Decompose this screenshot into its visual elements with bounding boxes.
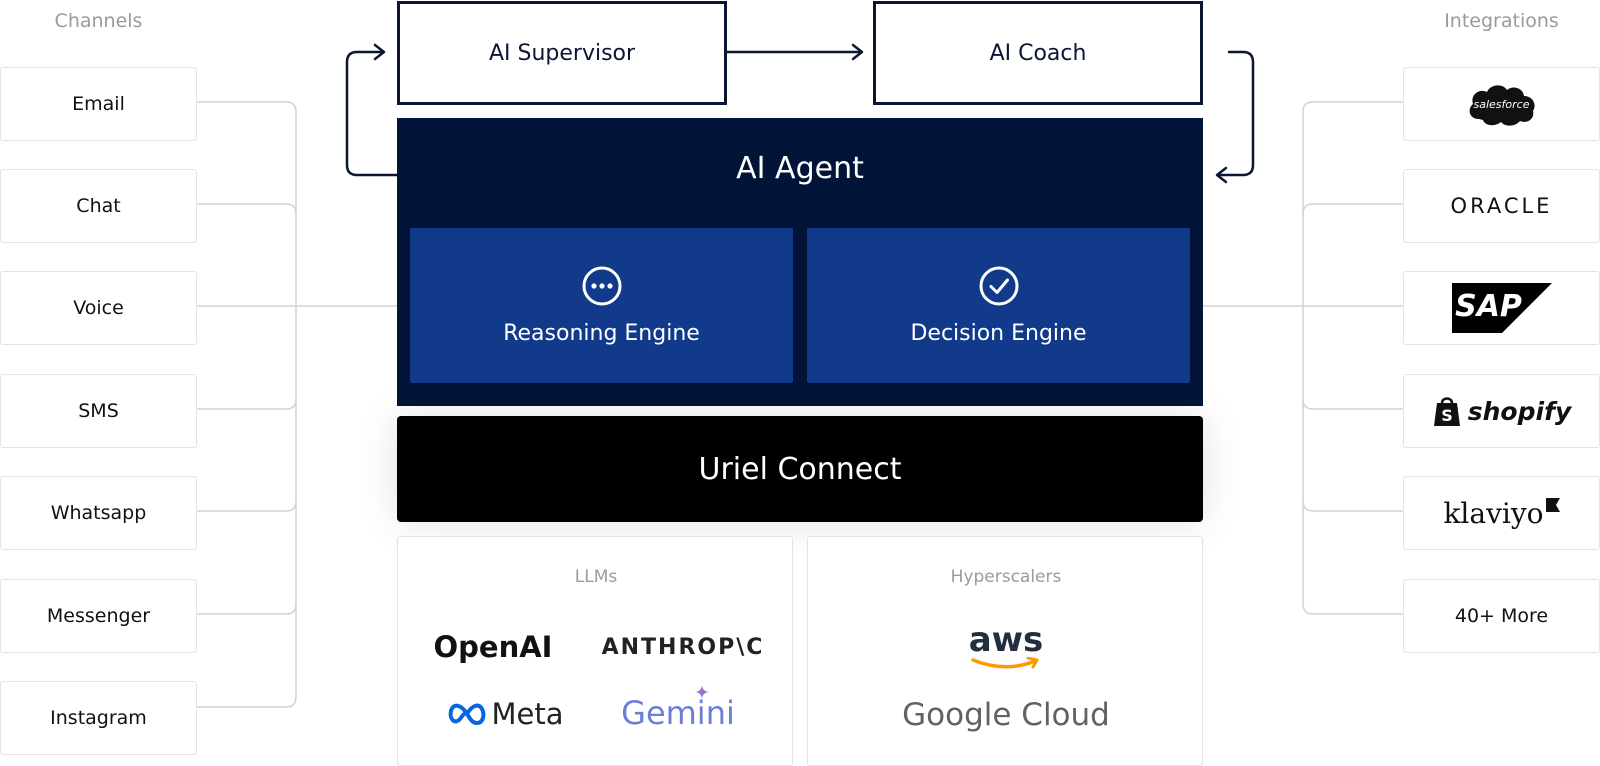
ai-supervisor-box[interactable]: AI Supervisor [397, 1, 727, 105]
channel-whatsapp[interactable]: Whatsapp [0, 476, 197, 550]
channel-messenger[interactable]: Messenger [0, 579, 197, 653]
gemini-logo: Gemini [603, 685, 753, 741]
ai-coach-box[interactable]: AI Coach [873, 1, 1203, 105]
google-cloud-logo: Google Cloud [902, 697, 1110, 733]
sap-logo: SAP [1451, 283, 1552, 333]
ai-agent-panel: AI Agent Reasoning Engine Decision Engin… [397, 118, 1203, 406]
integration-oracle[interactable]: ORACLE [1403, 169, 1600, 243]
decision-engine-card[interactable]: Decision Engine [807, 228, 1190, 383]
integration-salesforce[interactable]: salesforce [1403, 67, 1600, 141]
cloud-icon [1469, 85, 1535, 126]
integration-sap[interactable]: SAP [1403, 271, 1600, 345]
channels-title: Channels [54, 10, 143, 32]
openai-logo: OpenAI [433, 630, 553, 664]
svg-text:S: S [1441, 406, 1453, 425]
klaviyo-wordmark: klaviyo [1443, 496, 1544, 530]
channel-instagram[interactable]: Instagram [0, 681, 197, 755]
ai-agent-title: AI Agent [736, 151, 864, 186]
llms-panel: LLMs OpenAI ANTHROP\C Meta Gemini [397, 536, 793, 766]
aws-logo: aws [956, 617, 1056, 677]
hyperscalers-title: Hyperscalers [950, 567, 1062, 587]
channel-voice[interactable]: Voice [0, 271, 197, 345]
integration-shopify[interactable]: S shopify [1403, 374, 1600, 448]
aws-wordmark: aws [968, 620, 1044, 660]
sparkle-icon [695, 685, 709, 699]
shopping-bag-icon: S [1433, 397, 1460, 426]
hyperscalers-panel: Hyperscalers aws Google Cloud [807, 536, 1203, 766]
oracle-logo: ORACLE [1450, 194, 1553, 218]
channel-sms[interactable]: SMS [0, 374, 197, 448]
anthropic-logo: ANTHROP\C [601, 634, 765, 660]
llms-title: LLMs [574, 567, 618, 587]
integrations-title: Integrations [1444, 10, 1559, 32]
salesforce-wordmark: salesforce [1473, 97, 1530, 111]
integration-more[interactable]: 40+ More [1403, 579, 1600, 653]
meta-wordmark: Meta [491, 697, 564, 731]
checkmark-circle-icon [979, 266, 1018, 306]
meta-infinity-icon [449, 703, 486, 725]
flag-icon [1545, 498, 1560, 512]
integration-klaviyo[interactable]: klaviyo [1403, 476, 1600, 550]
uriel-connect-bar[interactable]: Uriel Connect [397, 416, 1203, 522]
sap-shape-icon [1451, 283, 1552, 333]
salesforce-logo: salesforce [1465, 79, 1539, 129]
reasoning-engine-label: Reasoning Engine [503, 321, 700, 346]
ellipsis-icon [582, 266, 621, 306]
reasoning-engine-card[interactable]: Reasoning Engine [410, 228, 793, 383]
channel-email[interactable]: Email [0, 67, 197, 141]
decision-engine-label: Decision Engine [910, 321, 1087, 346]
aws-smile-icon [971, 657, 1039, 669]
meta-logo: Meta [418, 689, 593, 739]
sap-wordmark: SAP [1455, 289, 1522, 324]
gemini-wordmark: Gemini [621, 694, 735, 732]
shopify-wordmark: shopify [1467, 396, 1572, 426]
channel-chat[interactable]: Chat [0, 169, 197, 243]
